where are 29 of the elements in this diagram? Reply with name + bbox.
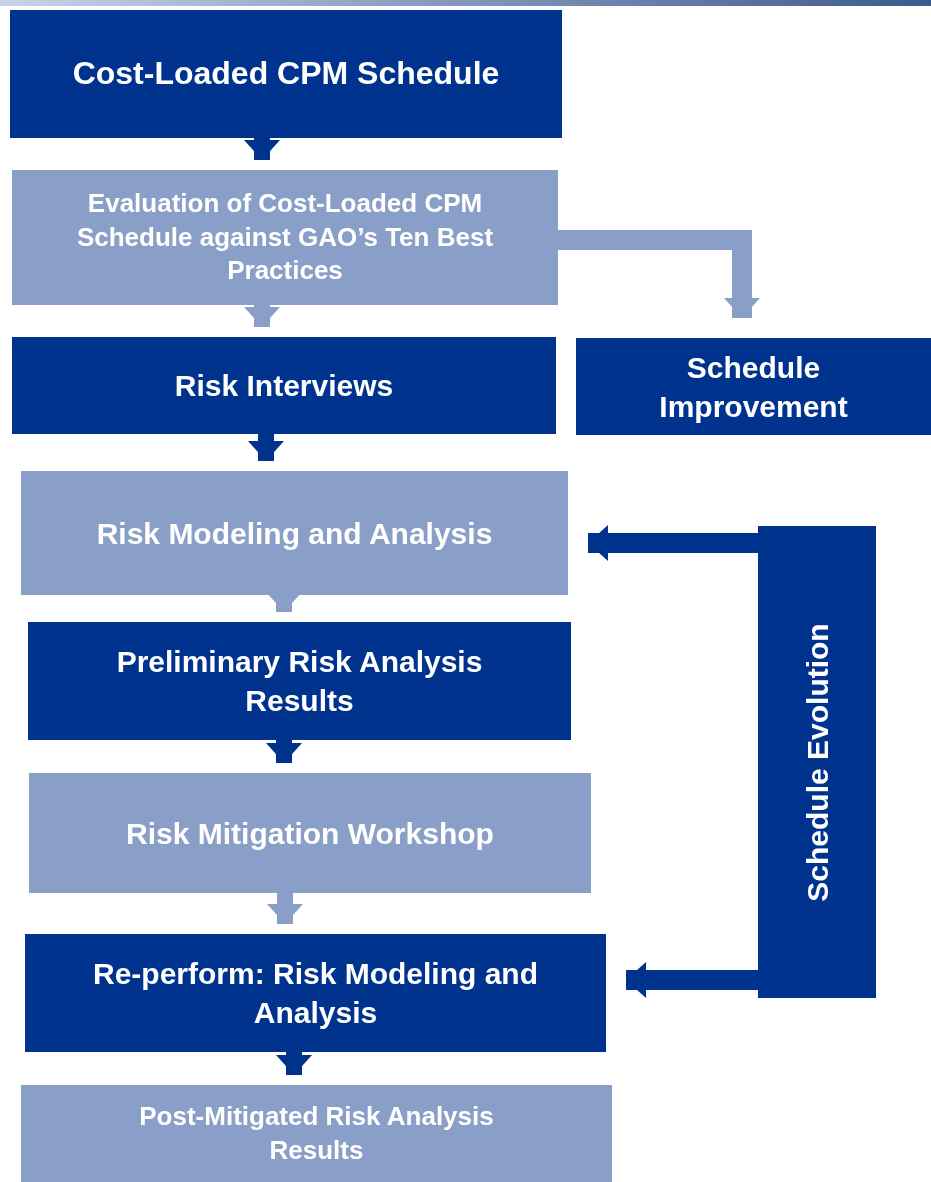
box-label: Risk Mitigation Workshop bbox=[126, 815, 494, 852]
process-box bbox=[28, 622, 571, 740]
box-label: Schedule Improvement bbox=[658, 349, 849, 425]
process-box bbox=[21, 1085, 612, 1182]
arrow bbox=[244, 305, 280, 327]
box-label: Schedule Evolution bbox=[799, 622, 835, 902]
box-label: Cost-Loaded CPM Schedule bbox=[72, 54, 500, 94]
box-label: Risk Modeling and Analysis bbox=[96, 515, 493, 552]
arrow bbox=[276, 1052, 312, 1075]
arrow bbox=[626, 962, 758, 998]
box-label: Preliminary Risk Analysis Results bbox=[115, 644, 484, 719]
arrow bbox=[244, 138, 280, 160]
process-box bbox=[12, 170, 558, 305]
process-box bbox=[576, 338, 931, 435]
process-box bbox=[29, 773, 591, 893]
process-box bbox=[21, 471, 568, 595]
arrow bbox=[267, 893, 303, 924]
arrow bbox=[248, 434, 284, 461]
process-box bbox=[10, 10, 562, 138]
process-box bbox=[12, 337, 556, 434]
box-label: Re-perform: Risk Modeling and Analysis bbox=[91, 956, 539, 1031]
arrow bbox=[266, 740, 302, 763]
box-label: Risk Interviews bbox=[174, 368, 394, 404]
arrow bbox=[558, 230, 760, 318]
box-label: Post-Mitigated Risk Analysis Results bbox=[138, 1099, 495, 1167]
arrow bbox=[588, 525, 758, 561]
box-label: Evaluation of Cost-Loaded CPM Schedule against GAO’s Ten Best Practices bbox=[75, 186, 495, 288]
band bbox=[758, 526, 876, 998]
process-box bbox=[25, 934, 606, 1052]
